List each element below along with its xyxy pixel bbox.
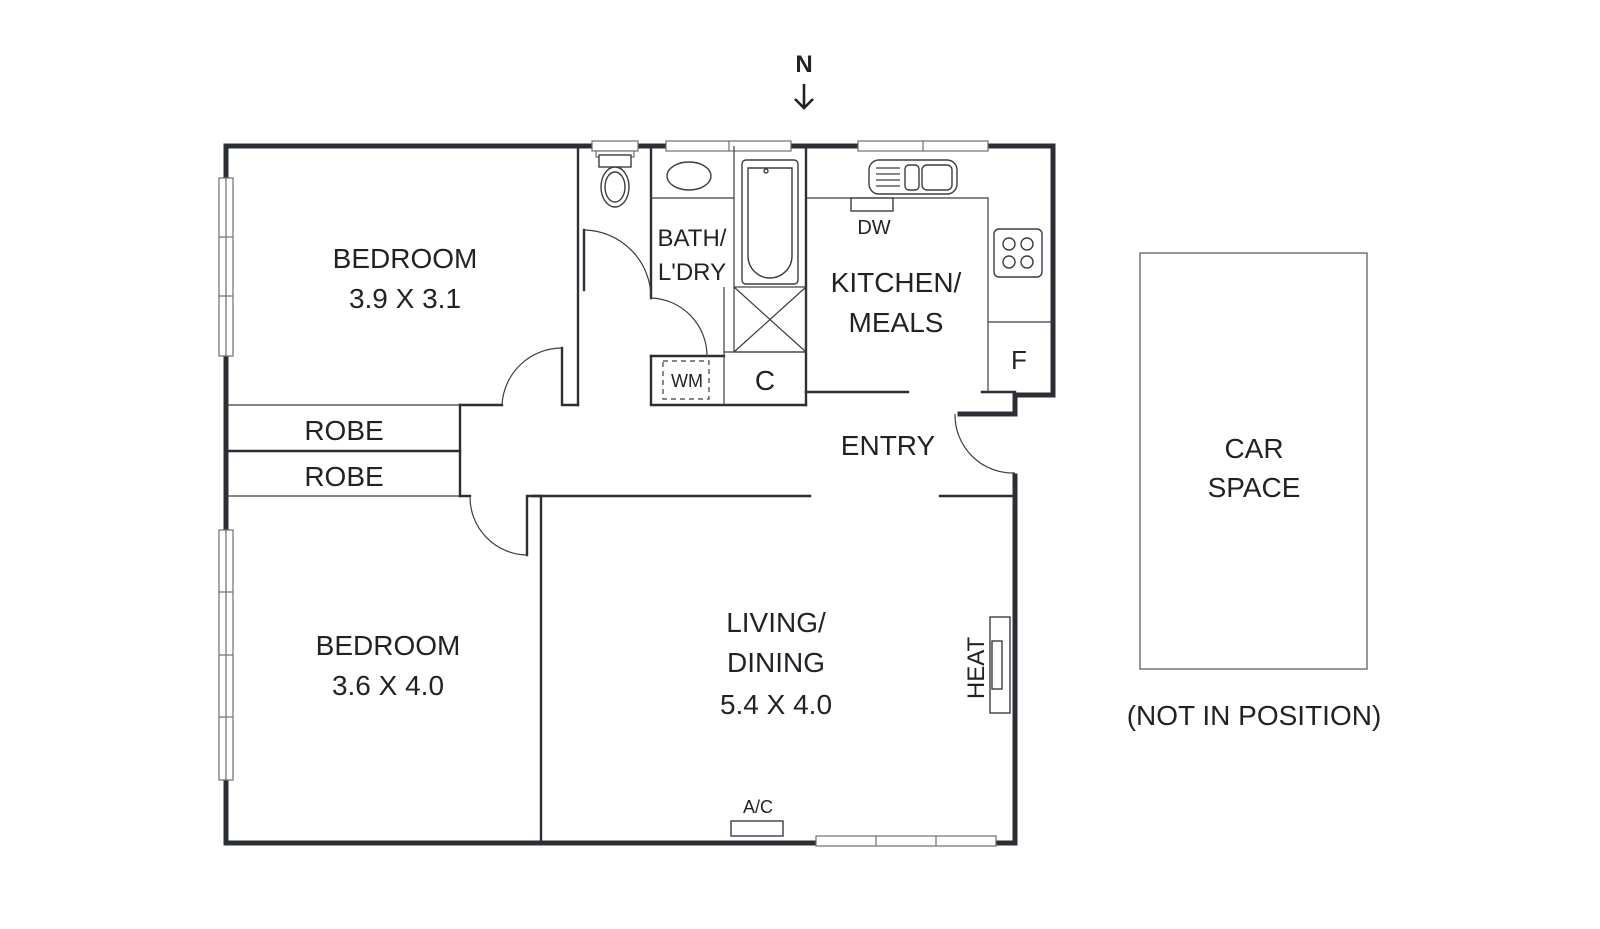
- car-space: CAR SPACE (NOT IN POSITION): [1127, 252, 1382, 731]
- fixture-labels: DW WM C F HEAT A/C: [671, 217, 1027, 817]
- basin-icon: [666, 161, 712, 191]
- bathtub-icon: [741, 159, 799, 285]
- bedroom1-name: BEDROOM: [333, 243, 478, 274]
- car-space-outline: [1139, 252, 1368, 670]
- living-label-line2: DINING: [727, 647, 825, 678]
- room-labels: BEDROOM 3.9 X 3.1 ROBE ROBE BEDROOM 3.6 …: [304, 225, 961, 720]
- air-conditioner-label: A/C: [743, 797, 773, 817]
- dishwasher-label: DW: [857, 217, 890, 239]
- robe1-label: ROBE: [304, 415, 383, 446]
- washing-machine-label: WM: [671, 371, 703, 391]
- north-label: N: [795, 51, 812, 78]
- toilet-icon: [598, 154, 632, 208]
- robe2-label: ROBE: [304, 461, 383, 492]
- bath-label-line1: BATH/: [658, 225, 727, 252]
- windows: [218, 140, 997, 847]
- heater-label: HEAT: [963, 637, 990, 700]
- sink-icon: [868, 159, 958, 195]
- entry-label: ENTRY: [841, 430, 936, 461]
- bedroom2-name: BEDROOM: [316, 630, 461, 661]
- heater-icon: [989, 616, 1011, 714]
- north-compass: N: [794, 51, 814, 110]
- kitchen-label-line2: MEALS: [849, 307, 944, 338]
- car-space-note: (NOT IN POSITION): [1127, 700, 1382, 731]
- bedroom1-size: 3.9 X 3.1: [349, 283, 461, 314]
- cupboard-label: C: [755, 365, 775, 396]
- fridge-label: F: [1011, 345, 1027, 375]
- air-conditioner-icon: [730, 820, 784, 837]
- living-label-line1: LIVING/: [726, 607, 826, 638]
- car-space-line1: CAR: [1224, 433, 1283, 464]
- cooktop-icon: [993, 228, 1043, 278]
- living-size: 5.4 X 4.0: [720, 689, 832, 720]
- washing-machine-icon: [662, 360, 710, 400]
- interior-walls: [224, 144, 1053, 845]
- bedroom2-size: 3.6 X 4.0: [332, 670, 444, 701]
- kitchen-label-line1: KITCHEN/: [831, 267, 962, 298]
- fixtures: [598, 154, 1043, 837]
- dishwasher-icon: [850, 197, 894, 212]
- arrow-down-icon: [794, 84, 814, 110]
- bath-label-line2: L'DRY: [658, 259, 726, 286]
- car-space-line2: SPACE: [1208, 472, 1301, 503]
- doors: [469, 229, 1016, 556]
